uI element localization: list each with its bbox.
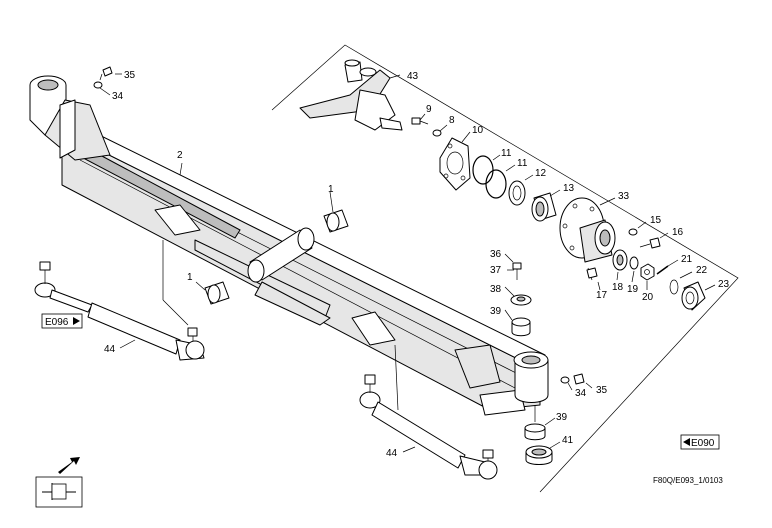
bearing-18 xyxy=(612,249,628,271)
o-ring-11b xyxy=(485,169,507,199)
ring-22 xyxy=(669,279,679,295)
callout-34-right: 34 xyxy=(575,388,587,399)
seal-12 xyxy=(508,180,526,206)
callout-2: 2 xyxy=(177,150,183,161)
bolt-36 xyxy=(512,262,522,280)
drawing-code: F80Q/E093_1/0103 xyxy=(653,476,723,485)
reference-left-label: E096 xyxy=(45,317,69,328)
wheel-hub-33 xyxy=(559,197,616,263)
washer-15 xyxy=(628,228,638,236)
tie-rod-upper xyxy=(34,261,205,361)
callout-33: 33 xyxy=(618,191,630,202)
center-pivot-tube xyxy=(247,227,331,326)
callout-35-top: 35 xyxy=(124,70,136,81)
bushing-lower xyxy=(204,281,230,305)
callout-9: 9 xyxy=(426,104,432,115)
callout-16: 16 xyxy=(672,227,684,238)
callout-43: 43 xyxy=(407,71,419,82)
left-axle-eye xyxy=(29,75,111,161)
callout-11-a: 11 xyxy=(501,148,512,159)
washer-8 xyxy=(432,129,442,137)
bushing-39-lower xyxy=(524,423,546,441)
callout-35-right: 35 xyxy=(596,385,608,396)
hub-assembly-boundary xyxy=(271,44,739,493)
reference-left[interactable]: E096 xyxy=(41,313,83,329)
washer-34-right xyxy=(560,376,570,384)
leader-lines xyxy=(99,73,716,453)
callout-38: 38 xyxy=(490,284,502,295)
reference-right[interactable]: E090 xyxy=(680,434,720,450)
callout-39-upper: 39 xyxy=(490,306,502,317)
callout-8: 8 xyxy=(449,115,455,126)
bolt-16 xyxy=(639,237,661,249)
bearing-41 xyxy=(525,445,553,465)
steering-knuckle xyxy=(299,59,403,131)
callout-18: 18 xyxy=(612,282,624,293)
callout-20: 20 xyxy=(642,292,654,303)
callout-41: 41 xyxy=(562,435,574,446)
arrow-right-icon xyxy=(73,317,80,325)
callout-37: 37 xyxy=(490,265,502,276)
callout-1-upper: 1 xyxy=(328,184,334,195)
bolt-35-right xyxy=(573,373,585,385)
gasket-plate-10 xyxy=(439,137,471,191)
callout-15: 15 xyxy=(650,215,662,226)
reference-right-label: E090 xyxy=(691,438,715,449)
bearing-13 xyxy=(531,192,557,222)
callout-12: 12 xyxy=(535,168,547,179)
right-axle-eye xyxy=(513,351,549,403)
callout-1-lower: 1 xyxy=(187,272,193,283)
arrow-left-icon xyxy=(683,438,690,446)
callout-34-top: 34 xyxy=(112,91,124,102)
callout-23: 23 xyxy=(718,279,730,290)
view-symbol-icon xyxy=(35,476,83,508)
stud-17 xyxy=(586,267,598,281)
callout-21: 21 xyxy=(681,254,693,265)
callout-11-b: 11 xyxy=(517,158,528,169)
callout-10: 10 xyxy=(472,125,484,136)
callout-17: 17 xyxy=(596,290,608,301)
callout-19: 19 xyxy=(627,284,639,295)
callout-44-lower: 44 xyxy=(386,448,398,459)
callout-36: 36 xyxy=(490,249,502,260)
washer-19 xyxy=(629,256,639,270)
bolt-9 xyxy=(411,117,429,125)
orientation-arrow-icon xyxy=(58,457,80,474)
washer-38 xyxy=(510,294,532,306)
bushing-39-upper xyxy=(511,317,531,337)
pin-21 xyxy=(656,265,669,275)
tie-rod-lower xyxy=(359,374,498,480)
hub-cap-23 xyxy=(681,281,706,311)
bushing-upper xyxy=(323,209,349,233)
callout-44-upper: 44 xyxy=(104,344,116,355)
nut-20 xyxy=(640,263,655,281)
bolt-top-left xyxy=(93,66,113,89)
callout-39-lower: 39 xyxy=(556,412,568,423)
callout-22: 22 xyxy=(696,265,708,276)
o-ring-11a xyxy=(472,155,494,185)
callout-13: 13 xyxy=(563,183,575,194)
